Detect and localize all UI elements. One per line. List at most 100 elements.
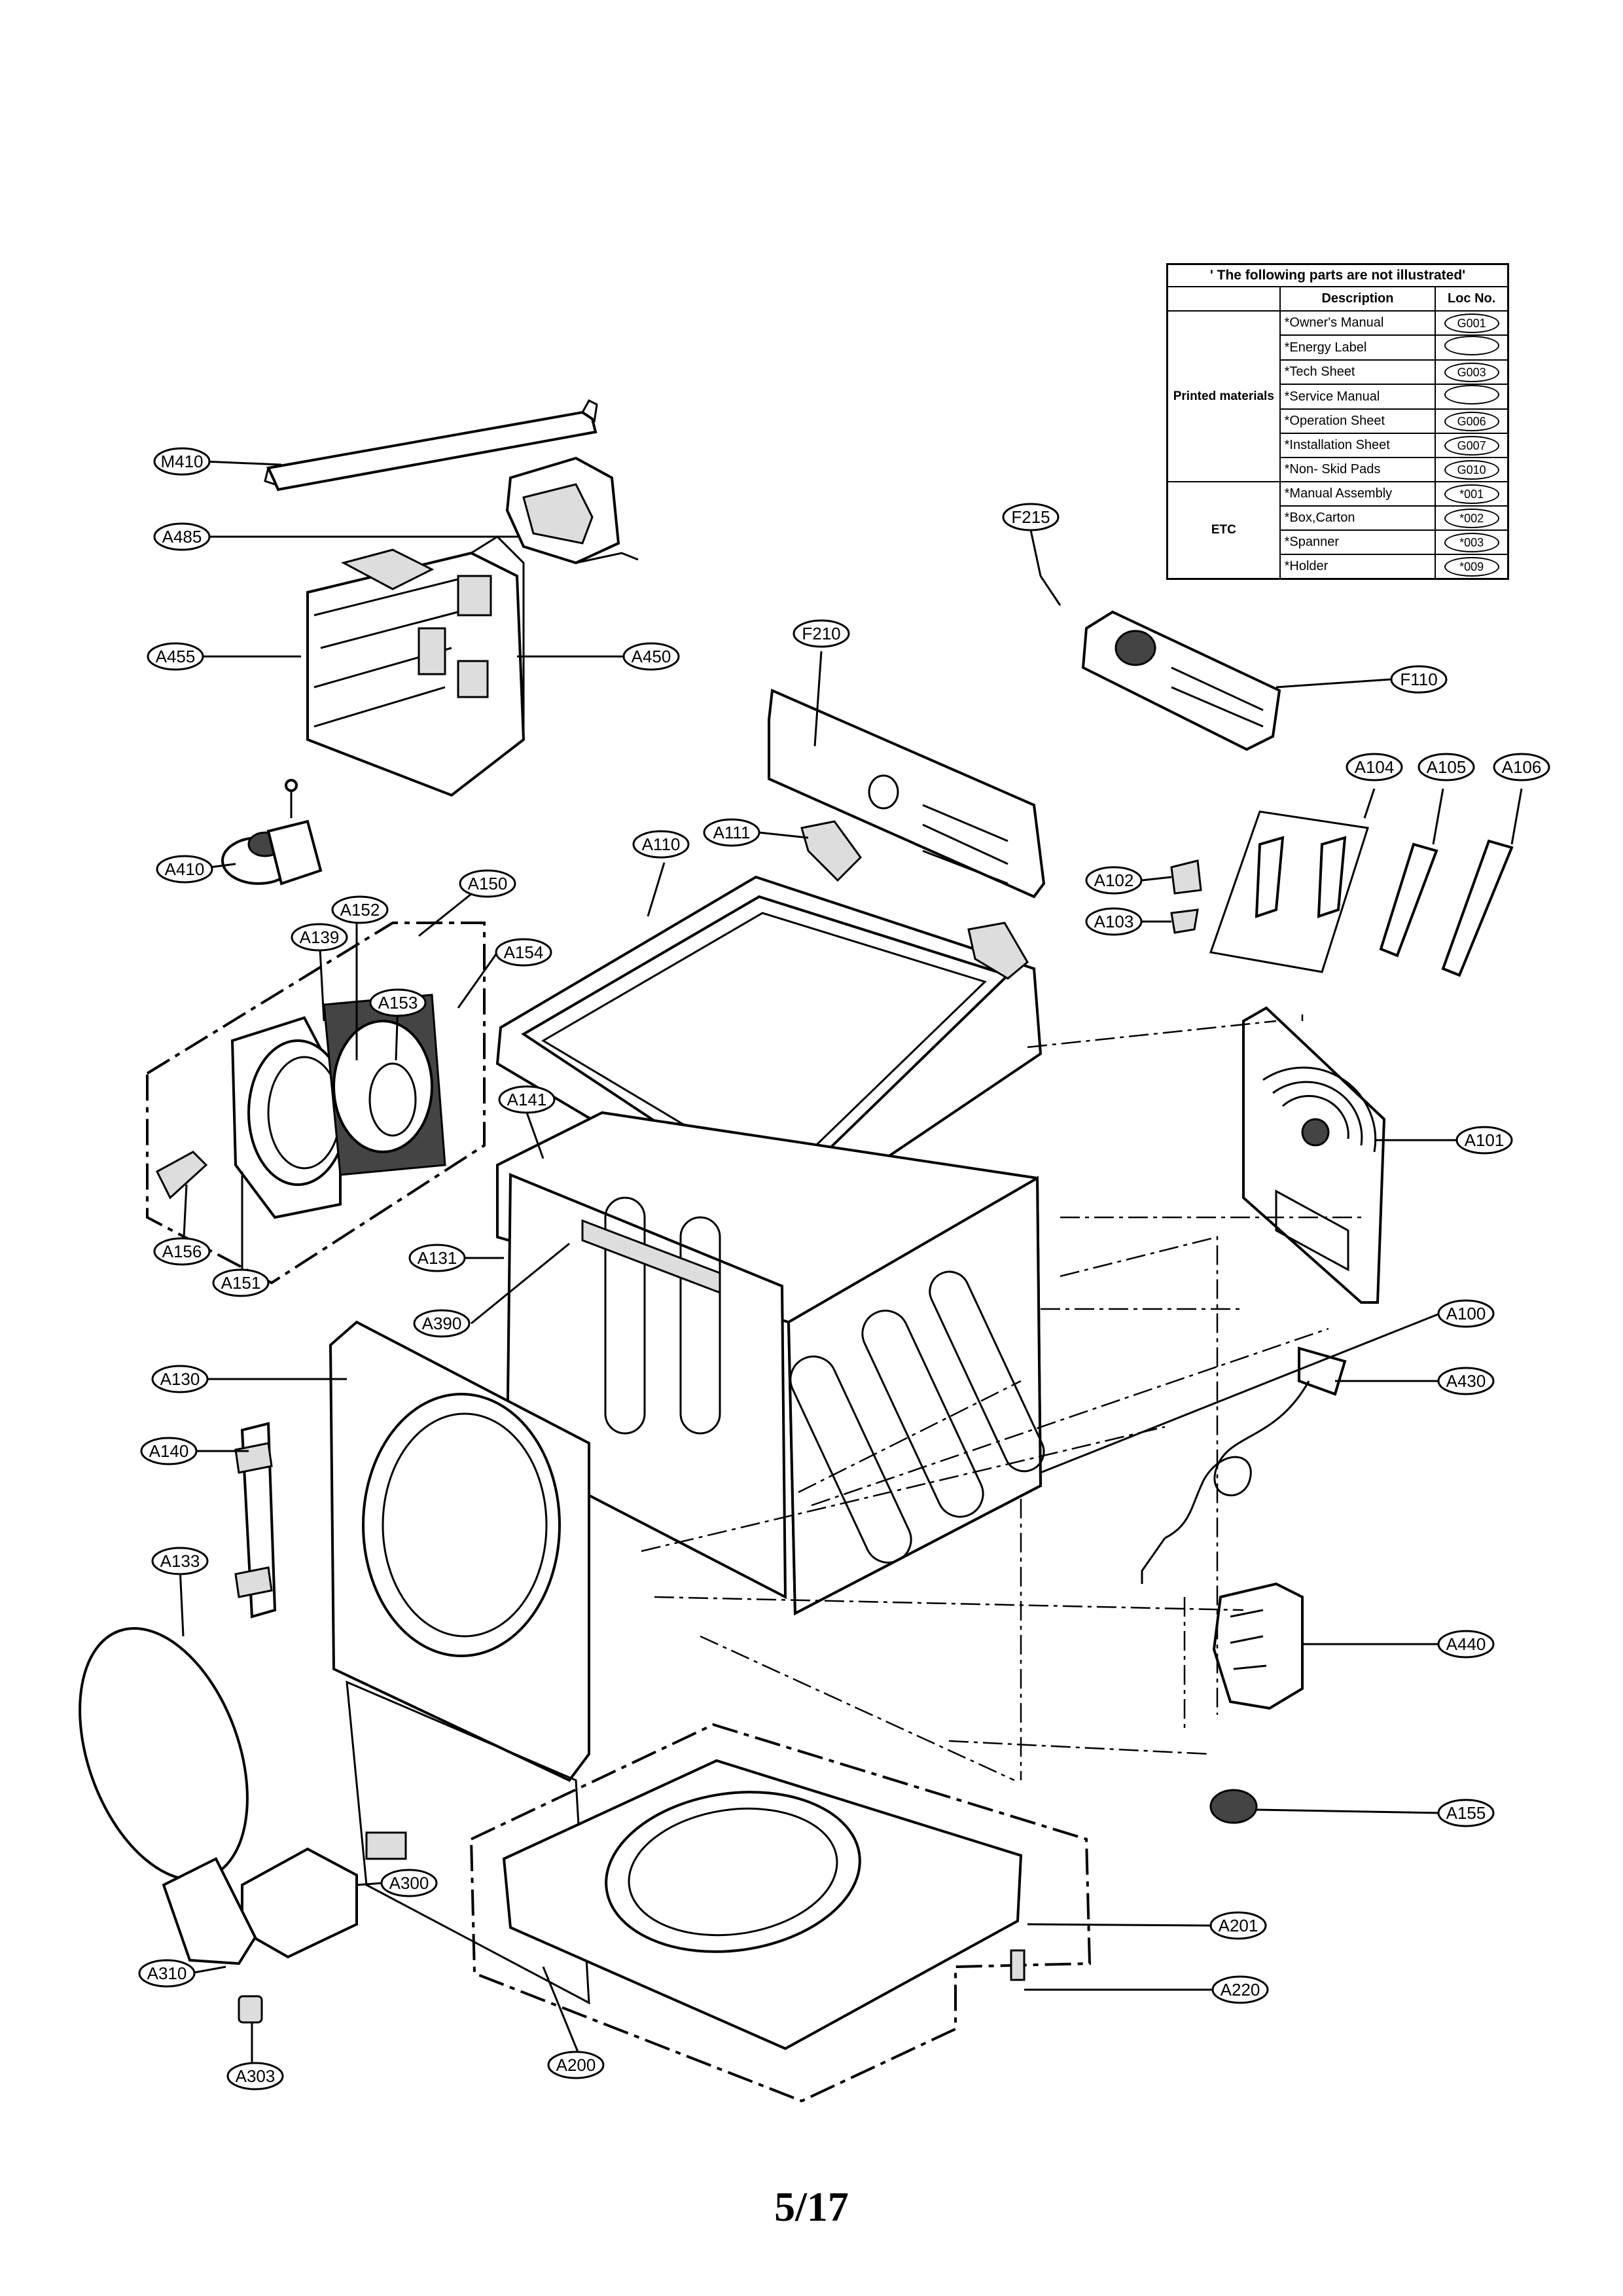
legend-description: *Installation Sheet (1279, 433, 1436, 458)
svg-text:A300: A300 (389, 1873, 429, 1893)
door-glass-part (79, 1626, 249, 1882)
legend-group-printed: Printed materials (1166, 310, 1281, 482)
callout-A485: A485 (153, 522, 211, 551)
bracket-part (264, 399, 598, 492)
svg-text:A440: A440 (1446, 1634, 1486, 1654)
callout-A156: A156 (153, 1237, 211, 1266)
callout-A106: A106 (1493, 753, 1550, 781)
callout-A139: A139 (291, 923, 348, 952)
legend-description: *Service Manual (1279, 384, 1436, 410)
callout-A200: A200 (547, 2051, 605, 2079)
callout-A103: A103 (1085, 907, 1143, 936)
legend-row: *Non- Skid Pads G010 (1168, 457, 1509, 482)
svg-text:A485: A485 (162, 527, 202, 547)
svg-text:A101: A101 (1465, 1130, 1505, 1150)
svg-text:A450: A450 (632, 647, 671, 666)
callout-A105: A105 (1418, 753, 1475, 781)
loc-badge: G007 (1444, 435, 1499, 456)
callouts: M410 A485 A455 A450 A410 A150 A152 A139 … (138, 447, 1550, 2090)
legend-description: *Operation Sheet (1279, 408, 1436, 434)
svg-text:A152: A152 (340, 900, 380, 920)
svg-text:A455: A455 (156, 647, 196, 666)
svg-text:A100: A100 (1446, 1304, 1486, 1323)
top-hinge-part (800, 820, 1029, 980)
callout-A303: A303 (226, 2062, 284, 2090)
loc-badge: G006 (1444, 411, 1499, 431)
callout-A310: A310 (138, 1959, 196, 1988)
callout-A110: A110 (632, 830, 690, 859)
callout-A133: A133 (151, 1547, 209, 1575)
legend-header-loc: Loc No. (1435, 286, 1509, 312)
legend-loc: G001 (1435, 310, 1509, 336)
loc-badge: *009 (1444, 556, 1499, 577)
legend-loc: G007 (1435, 433, 1509, 458)
callout-A220: A220 (1211, 1975, 1269, 2004)
legend-title: ' The following parts are not illustrate… (1166, 263, 1509, 287)
callout-A450: A450 (622, 642, 680, 671)
door-outer-part (230, 1016, 348, 1219)
callout-A201: A201 (1209, 1911, 1267, 1940)
cabinet-part (496, 1111, 1045, 1616)
callout-A111: A111 (703, 818, 760, 847)
callout-A300: A300 (380, 1869, 438, 1897)
callout-A104: A104 (1346, 753, 1403, 781)
legend-loc: *001 (1435, 481, 1509, 507)
svg-text:M410: M410 (160, 452, 203, 471)
pcb-cover-part (505, 456, 639, 565)
rear-panel-part (1242, 1006, 1386, 1304)
loc-badge (1444, 385, 1499, 404)
clip-part (1170, 859, 1202, 934)
callout-A410: A410 (156, 855, 213, 884)
svg-text:A154: A154 (504, 942, 544, 962)
loc-badge: G001 (1444, 313, 1499, 333)
svg-text:A410: A410 (165, 859, 205, 879)
legend-row: *Tech Sheet G003 (1168, 359, 1509, 385)
callout-A102: A102 (1085, 866, 1143, 895)
filter-group-part (1209, 810, 1514, 977)
callout-A151: A151 (212, 1268, 270, 1297)
legend-description: *Tech Sheet (1279, 359, 1436, 385)
loc-badge: G010 (1444, 459, 1499, 480)
callout-A154: A154 (495, 938, 552, 967)
callout-A140: A140 (140, 1437, 198, 1465)
legend-group-etc: ETC (1166, 481, 1281, 580)
water-valve-part (1212, 1582, 1304, 1710)
svg-text:A104: A104 (1355, 757, 1395, 777)
svg-text:A106: A106 (1502, 757, 1542, 777)
legend-row: Printed materials *Owner's Manual G001 (1166, 310, 1509, 482)
loc-badge (1444, 336, 1499, 355)
legend-description: *Energy Label (1279, 334, 1436, 361)
callout-F110: F110 (1390, 665, 1448, 694)
legend-row: *Holder *009 (1168, 554, 1509, 580)
svg-text:F215: F215 (1011, 507, 1050, 527)
svg-text:A111: A111 (713, 823, 751, 842)
callout-M410: M410 (153, 447, 211, 476)
svg-text:A430: A430 (1446, 1371, 1486, 1391)
not-illustrated-parts-table: ' The following parts are not illustrate… (1166, 263, 1509, 580)
callout-A440: A440 (1437, 1630, 1495, 1659)
svg-text:A220: A220 (1221, 1980, 1260, 2000)
legend-loc (1435, 334, 1509, 361)
legend-description: *Manual Assembly (1279, 481, 1436, 507)
svg-text:A390: A390 (422, 1314, 462, 1333)
base-part (469, 1723, 1092, 2103)
legend-row: *Operation Sheet G006 (1168, 408, 1509, 434)
callout-A131: A131 (408, 1244, 466, 1272)
svg-text:A150: A150 (468, 874, 508, 893)
legend-description: *Owner's Manual (1279, 310, 1436, 336)
callout-A390: A390 (413, 1309, 471, 1338)
legend-loc (1435, 384, 1509, 410)
svg-text:A201: A201 (1219, 1916, 1258, 1935)
main-pcb-part (306, 535, 526, 797)
page-number: 5/17 (774, 2183, 849, 2230)
svg-text:A139: A139 (300, 927, 340, 947)
svg-text:A133: A133 (160, 1551, 200, 1571)
svg-text:A310: A310 (147, 1964, 187, 1983)
callout-A141: A141 (498, 1085, 556, 1114)
legend-header-blank (1166, 286, 1281, 312)
callout-A152: A152 (331, 895, 389, 924)
legend-description: *Spanner (1279, 529, 1436, 555)
legend-loc: G006 (1435, 408, 1509, 434)
callout-A155: A155 (1437, 1799, 1495, 1827)
